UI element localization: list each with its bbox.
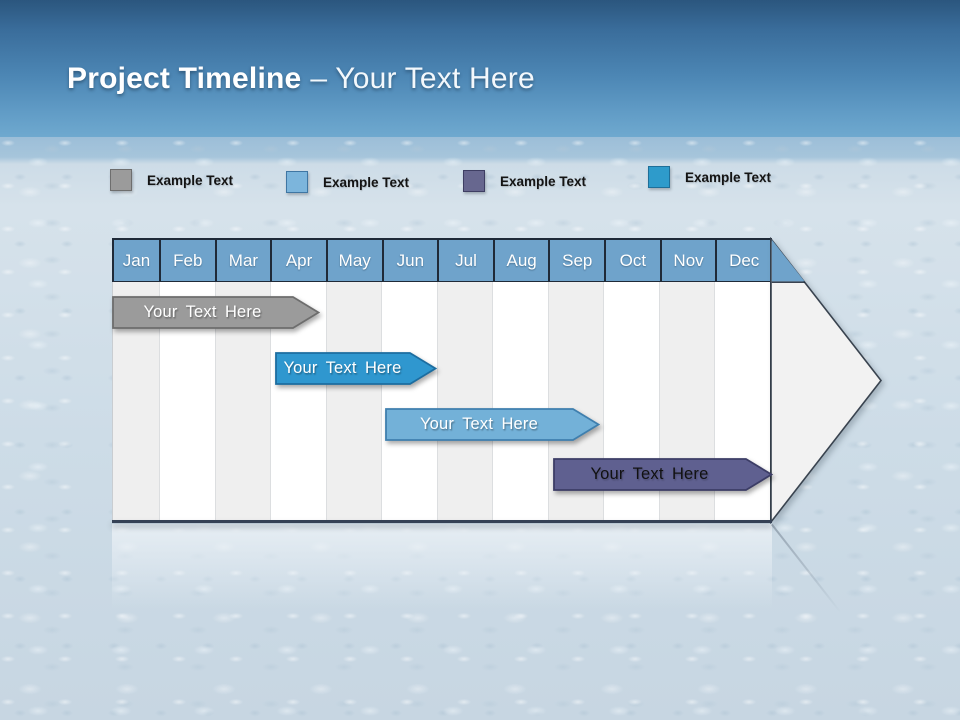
legend-label: Example Text (147, 172, 234, 188)
title-main: Project Timeline (67, 62, 302, 95)
legend-item-1: Example Text (110, 169, 233, 191)
month-cell-jan: Jan (112, 240, 159, 281)
slide-header: Project Timeline– Your Text Here (0, 0, 960, 137)
title-subtitle: – Your Text Here (310, 62, 535, 95)
month-cell-jun: Jun (381, 240, 438, 281)
grid-column-may (326, 282, 383, 520)
legend-swatch-gray (110, 169, 132, 191)
timeline-bar-blue: Your Text Here (275, 352, 437, 385)
legend-label: Example Text (685, 169, 772, 185)
legend-item-4: Example Text (648, 166, 771, 188)
legend-label: Example Text (323, 174, 410, 190)
month-cell-aug: Aug (492, 240, 549, 281)
timeline-bar-purple: Your Text Here (553, 458, 773, 491)
grid-column-jun (382, 282, 438, 520)
bar-label: Your Text Here (590, 465, 709, 483)
page-title: Project Timeline– Your Text Here (67, 61, 535, 97)
month-cell-dec: Dec (715, 240, 771, 281)
legend-swatch-lightblue (286, 171, 308, 193)
bar-label: Your Text Here (143, 303, 262, 321)
month-cell-mar: Mar (214, 240, 271, 281)
month-cell-oct: Oct (604, 240, 660, 281)
legend-swatch-blue (648, 166, 670, 188)
table-reflection (112, 524, 772, 616)
month-cell-apr: Apr (270, 240, 326, 281)
bar-label: Your Text Here (419, 415, 539, 433)
table-bottom-border (112, 520, 772, 523)
legend-item-3: Example Text (463, 170, 586, 192)
timeline-end-arrow (770, 237, 883, 524)
legend-item-2: Example Text (286, 171, 409, 193)
legend-swatch-purple (463, 170, 485, 192)
month-cell-sep: Sep (548, 240, 605, 281)
month-cell-nov: Nov (659, 240, 716, 281)
timeline-bar-gray: Your Text Here (112, 296, 320, 329)
month-cell-jul: Jul (437, 240, 493, 281)
grid-column-aug (493, 282, 549, 520)
legend-label: Example Text (500, 173, 587, 189)
bar-label: Your Text Here (283, 359, 402, 377)
month-cell-may: May (325, 240, 382, 281)
timeline-bar-lightblue: Your Text Here (385, 408, 600, 441)
grid-column-jul (437, 282, 494, 520)
month-cell-feb: Feb (159, 240, 215, 281)
